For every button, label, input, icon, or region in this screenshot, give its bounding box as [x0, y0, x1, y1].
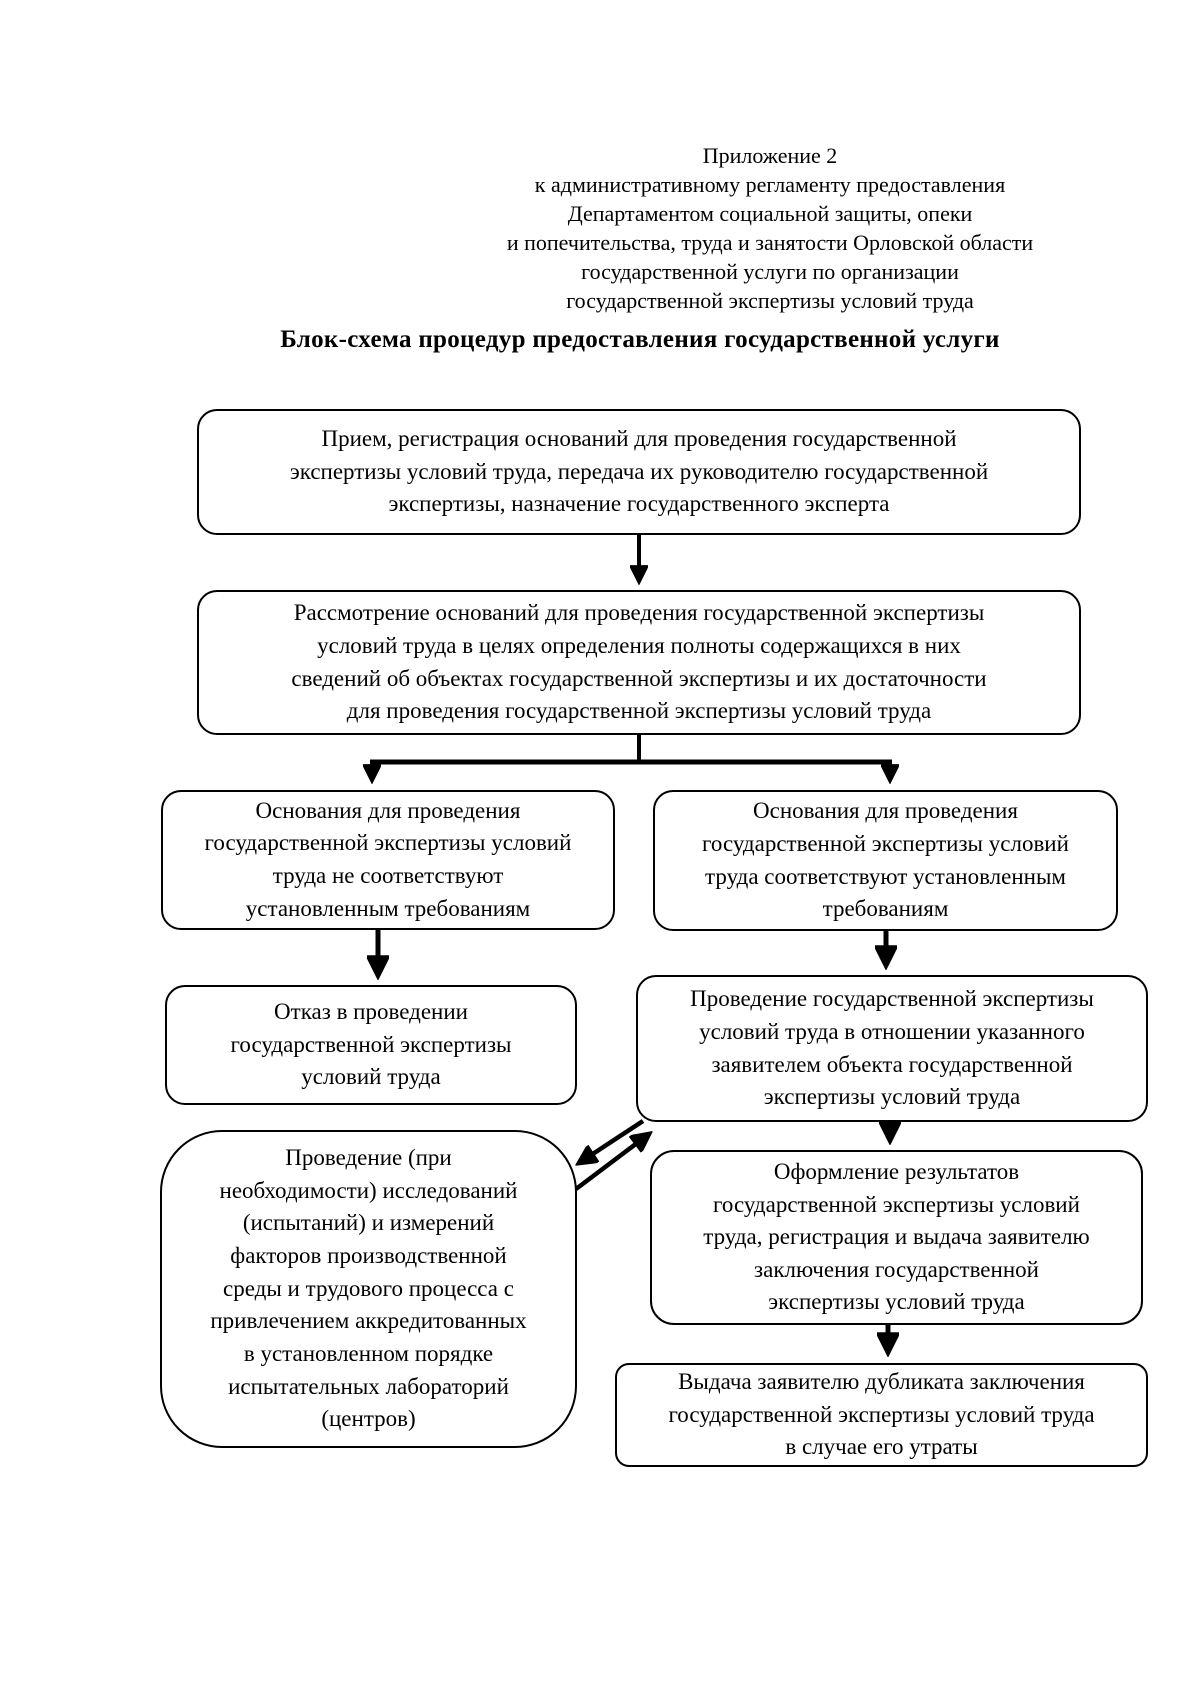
flow-box-reception: Прием, регистрация оснований для проведе… — [197, 409, 1081, 535]
flow-box-refusal: Отказ в проведении государственной экспе… — [165, 985, 577, 1105]
appendix-line: Департаментом социальной защиты, опеки — [567, 201, 973, 226]
flow-box-duplicate-issuance-text: Выдача заявителю дубликата заключения го… — [668, 1369, 1095, 1460]
appendix-header: Приложение 2 к административному регламе… — [430, 141, 1110, 315]
flow-box-grounds-not-conforming-text: Основания для проведения государственной… — [204, 797, 572, 921]
page-title: Блок-схема процедур предоставления госуд… — [280, 326, 1000, 353]
flow-box-review-text: Рассмотрение оснований для проведения го… — [291, 600, 987, 724]
flow-box-lab-research-text: Проведение (при необходимости) исследова… — [210, 1145, 527, 1432]
flow-box-conduct-expertise: Проведение государственной экспертизы ус… — [636, 975, 1148, 1122]
flow-box-lab-research: Проведение (при необходимости) исследова… — [160, 1130, 577, 1448]
flow-box-reception-text: Прием, регистрация оснований для проведе… — [289, 426, 989, 517]
flow-box-review: Рассмотрение оснований для проведения го… — [197, 590, 1081, 735]
appendix-line: государственной услуги по организации — [581, 259, 959, 284]
appendix-line: Приложение 2 — [702, 143, 838, 168]
flow-box-conduct-expertise-text: Проведение государственной экспертизы ус… — [690, 986, 1094, 1110]
flow-box-grounds-conforming-text: Основания для проведения государственной… — [702, 798, 1069, 922]
flow-box-results-registration: Оформление результатов государственной э… — [650, 1150, 1143, 1325]
flow-box-grounds-not-conforming: Основания для проведения государственной… — [161, 790, 615, 930]
flow-box-duplicate-issuance: Выдача заявителю дубликата заключения го… — [615, 1363, 1148, 1467]
appendix-line: к административному регламенту предостав… — [534, 172, 1006, 197]
flow-box-grounds-conforming: Основания для проведения государственной… — [653, 790, 1118, 931]
arrow-conduct-to-lab-icon — [579, 1119, 645, 1163]
arrow-lab-to-conduct-icon — [574, 1134, 649, 1191]
appendix-line: государственной экспертизы условий труда — [566, 288, 974, 313]
appendix-line: и попечительства, труда и занятости Орло… — [506, 230, 1034, 255]
flow-box-refusal-text: Отказ в проведении государственной экспе… — [230, 999, 512, 1090]
flow-box-results-registration-text: Оформление результатов государственной э… — [703, 1158, 1090, 1315]
